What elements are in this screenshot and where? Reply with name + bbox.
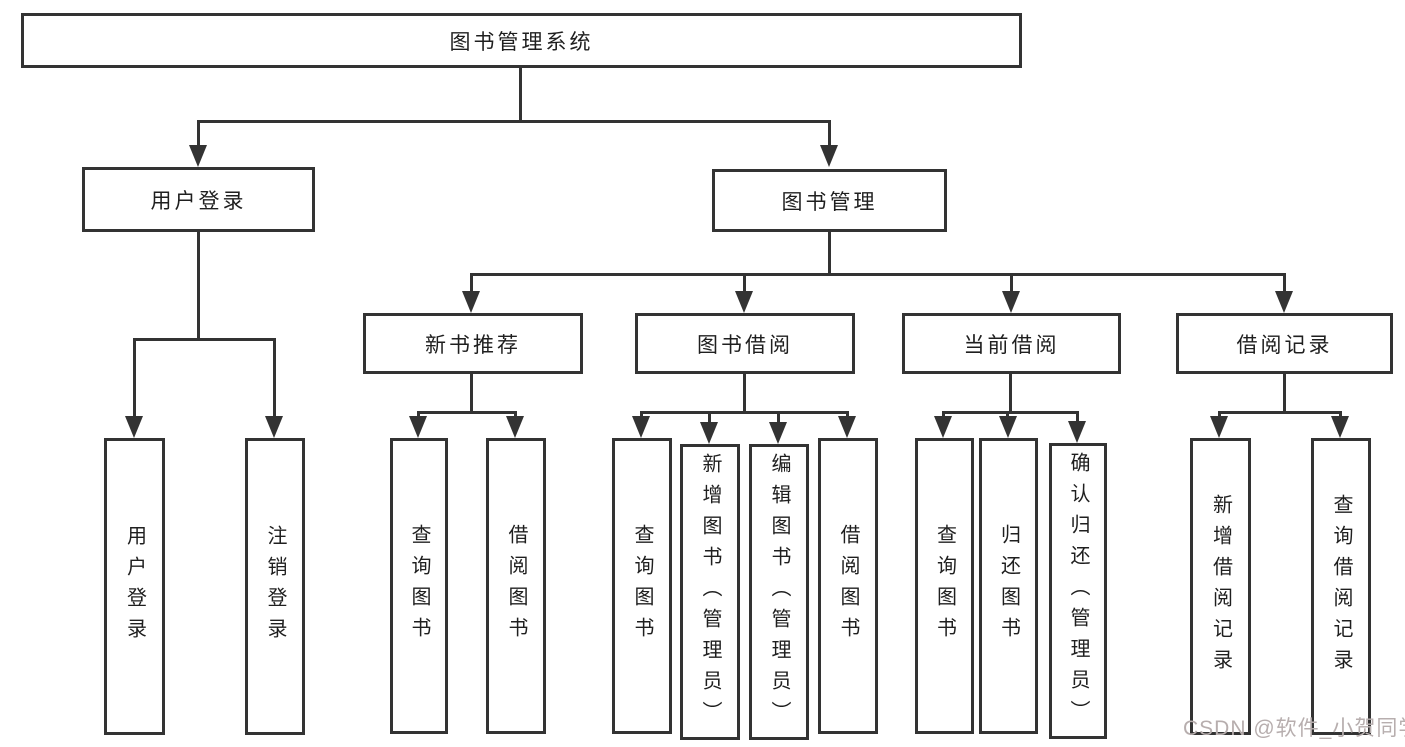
connector-line <box>846 411 849 419</box>
connector-line <box>942 411 945 419</box>
arrow-down-icon <box>462 291 480 313</box>
leaf-label: 借阅图书 <box>505 524 527 648</box>
arrow-down-icon <box>838 416 856 438</box>
arrow-down-icon <box>632 416 650 438</box>
node-root: 图书管理系统 <box>21 13 1022 68</box>
connector-line <box>828 232 831 276</box>
leaf-label: 查询图书 <box>933 524 956 648</box>
leaf-label: 新增借阅记录 <box>1209 493 1232 680</box>
arrow-down-icon <box>769 422 787 444</box>
node-new-book-recommend: 新书推荐 <box>363 313 583 374</box>
arrow-down-icon <box>409 416 427 438</box>
connector-line <box>708 411 711 423</box>
connector-line <box>640 411 849 414</box>
connector-line <box>1009 374 1012 414</box>
connector-line <box>470 374 473 414</box>
connector-line <box>133 338 136 418</box>
connector-line <box>1283 273 1286 295</box>
node-borrow-books-recommend: 借阅图书 <box>486 438 546 734</box>
arrow-down-icon <box>1002 291 1020 313</box>
node-book-borrow: 图书借阅 <box>635 313 855 374</box>
node-query-books-recommend: 查询图书 <box>390 438 448 734</box>
connector-line <box>133 338 276 341</box>
arrow-down-icon <box>125 416 143 438</box>
connector-line <box>777 411 780 423</box>
connector-line <box>273 338 276 418</box>
connector-line <box>1283 374 1286 414</box>
leaf-label: 编辑图书（管理员） <box>768 452 790 732</box>
node-current-borrow: 当前借阅 <box>902 313 1121 374</box>
arrow-down-icon <box>700 422 718 444</box>
node-user-login-leaf: 用户登录 <box>104 438 165 735</box>
connector-line <box>1218 411 1221 419</box>
arrow-down-icon <box>934 416 952 438</box>
arrow-down-icon <box>1068 421 1086 443</box>
connector-line <box>1006 411 1009 419</box>
connector-line <box>417 411 517 414</box>
connector-line <box>417 411 420 419</box>
connector-line <box>1010 273 1013 295</box>
arrow-down-icon <box>820 145 838 167</box>
arrow-down-icon <box>265 416 283 438</box>
arrow-down-icon <box>999 416 1017 438</box>
connector-line <box>514 411 517 419</box>
connector-line <box>828 120 831 148</box>
connector-line <box>1218 411 1342 414</box>
arrow-down-icon <box>506 416 524 438</box>
connector-line <box>743 273 746 295</box>
node-add-borrow-record: 新增借阅记录 <box>1190 438 1251 735</box>
arrow-down-icon <box>189 145 207 167</box>
node-borrow-records: 借阅记录 <box>1176 313 1393 374</box>
connector-line <box>1076 411 1079 423</box>
connector-line <box>470 273 473 295</box>
connector-line <box>942 411 1079 414</box>
leaf-label: 归还图书 <box>997 524 1020 648</box>
arrow-down-icon <box>735 291 753 313</box>
arrow-down-icon <box>1275 291 1293 313</box>
node-query-books-borrow: 查询图书 <box>612 438 672 734</box>
leaf-label: 新增图书（管理员） <box>699 452 721 732</box>
connector-line <box>197 120 831 123</box>
node-book-management: 图书管理 <box>712 169 947 232</box>
leaf-label: 确认归还（管理员） <box>1067 451 1089 731</box>
node-borrow-books-leaf: 借阅图书 <box>818 438 878 734</box>
connector-line <box>197 120 200 148</box>
node-edit-book-admin: 编辑图书（管理员） <box>749 444 809 740</box>
connector-line <box>640 411 643 419</box>
node-query-borrow-record: 查询借阅记录 <box>1311 438 1371 735</box>
connector-line <box>470 273 1286 276</box>
leaf-label: 查询借阅记录 <box>1330 493 1352 680</box>
connector-line <box>197 232 200 339</box>
node-return-books: 归还图书 <box>979 438 1038 734</box>
connector-line <box>1339 411 1342 419</box>
node-user-login: 用户登录 <box>82 167 315 232</box>
leaf-label: 借阅图书 <box>837 524 859 648</box>
node-logout-leaf: 注销登录 <box>245 438 305 735</box>
arrow-down-icon <box>1331 416 1349 438</box>
node-add-book-admin: 新增图书（管理员） <box>680 444 740 740</box>
watermark: CSDN @软件_小贺同学 <box>1183 717 1405 740</box>
connector-line <box>743 374 746 414</box>
node-query-books-current: 查询图书 <box>915 438 974 734</box>
leaf-label: 查询图书 <box>631 524 653 648</box>
arrow-down-icon <box>1210 416 1228 438</box>
leaf-label: 注销登录 <box>264 524 286 649</box>
connector-line <box>519 68 522 122</box>
leaf-label: 查询图书 <box>408 524 430 648</box>
node-confirm-return-admin: 确认归还（管理员） <box>1049 443 1107 739</box>
leaf-label: 用户登录 <box>123 524 146 649</box>
